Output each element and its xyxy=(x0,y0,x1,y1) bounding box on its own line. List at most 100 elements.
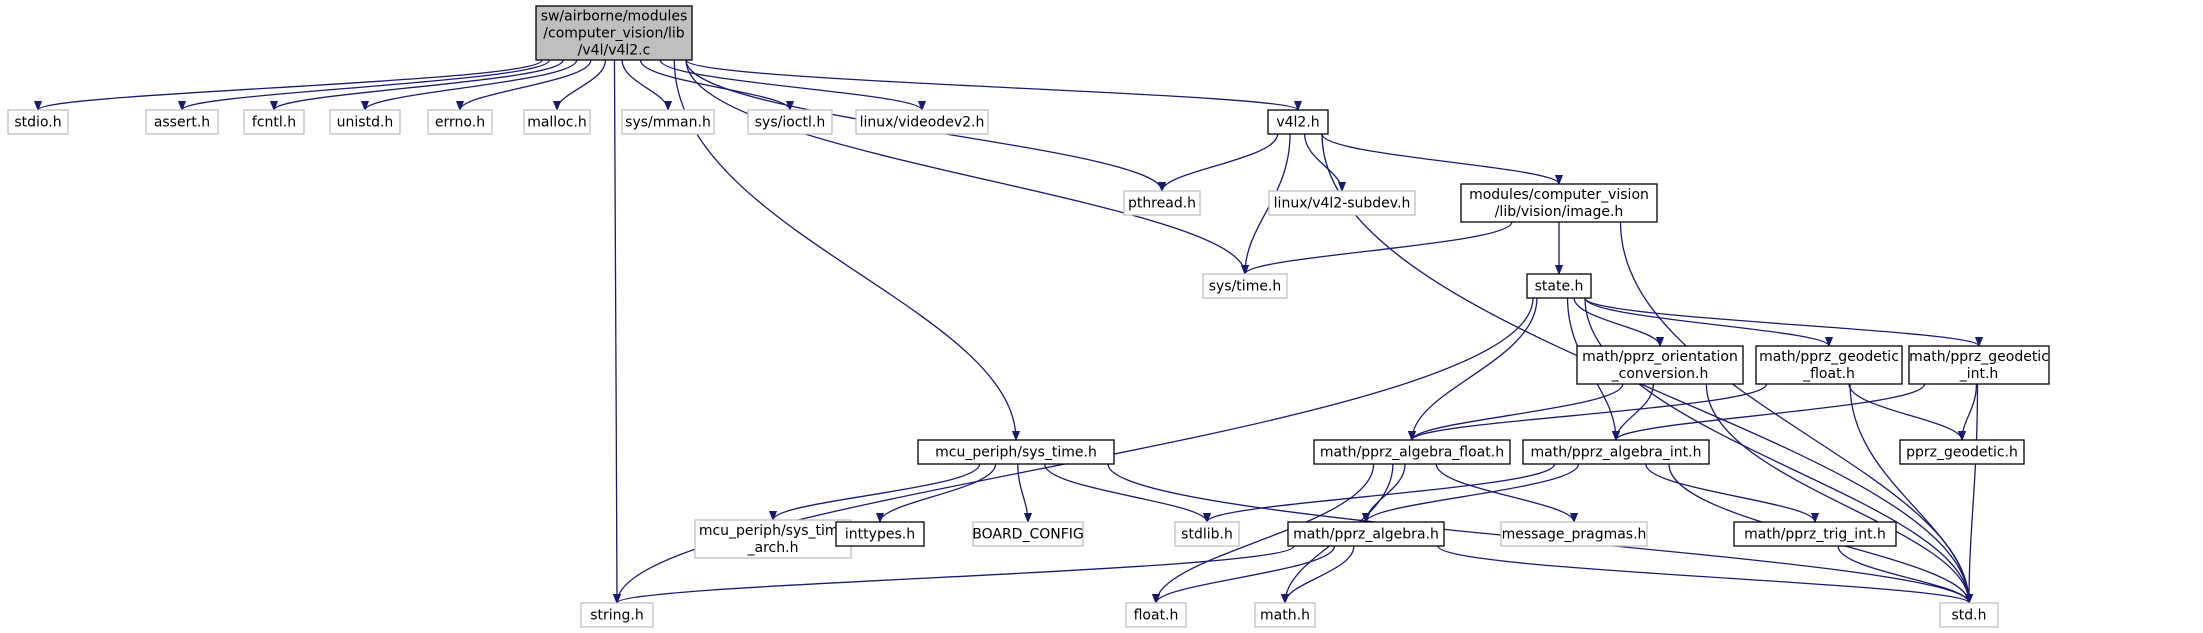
node-label: math/pprz_geodetic xyxy=(1909,349,2049,365)
edge-v4l2-c-to-errno-h xyxy=(460,59,592,111)
node-box xyxy=(972,521,1084,547)
node-v4l2-h[interactable]: v4l2.h xyxy=(1267,109,1329,135)
node-trig-int-h[interactable]: math/pprz_trig_int.h xyxy=(1733,521,1897,547)
edge-algebra-h-to-math-h xyxy=(1285,545,1355,604)
node-box xyxy=(427,109,493,135)
node-box xyxy=(523,109,591,135)
node-algebra-h[interactable]: math/pprz_algebra.h xyxy=(1287,521,1445,547)
node-box xyxy=(243,109,305,135)
node-label: /lib/vision/image.h xyxy=(1495,204,1624,220)
node-box xyxy=(7,109,69,135)
node-label: math/pprz_geodetic xyxy=(1759,349,1899,365)
node-box xyxy=(1267,109,1329,135)
node-box xyxy=(747,109,833,135)
edge-geodetic-int-h-to-algebra-int-h xyxy=(1616,383,1926,441)
node-label: stdio.h xyxy=(14,115,61,131)
edge-v4l2-c-to-fcntl-h xyxy=(274,59,564,111)
node-box xyxy=(1123,190,1201,216)
node-label: linux/v4l2-subdev.h xyxy=(1274,196,1411,212)
node-label: _arch.h xyxy=(747,540,799,556)
node-inttypes-h[interactable]: inttypes.h xyxy=(835,521,925,547)
node-sys-time-arch-h: mcu_periph/sys_time_arch.h xyxy=(694,519,852,559)
node-box xyxy=(1526,273,1592,299)
node-sys-ioctl-h: sys/ioctl.h xyxy=(747,109,833,135)
node-linux-videodev2-h: linux/videodev2.h xyxy=(855,109,989,135)
edge-algebra-float-h-to-message-pragmas-h xyxy=(1435,463,1574,523)
node-box xyxy=(329,109,401,135)
node-geodetic-int-h[interactable]: math/pprz_geodetic_int.h xyxy=(1908,345,2050,385)
node-malloc-h: malloc.h xyxy=(523,109,591,135)
node-label: fcntl.h xyxy=(252,115,296,131)
edge-mcu-sys-time-h-to-stdlib-h xyxy=(1044,463,1207,523)
node-assert-h: assert.h xyxy=(145,109,219,135)
node-label: inttypes.h xyxy=(845,527,915,543)
edge-mcu-sys-time-h-to-inttypes-h xyxy=(880,463,997,523)
node-image-h[interactable]: modules/computer_vision/lib/vision/image… xyxy=(1460,183,1658,223)
node-label: sw/airborne/modules xyxy=(541,9,688,25)
node-fcntl-h: fcntl.h xyxy=(243,109,305,135)
node-label: BOARD_CONFIG xyxy=(972,527,1084,543)
node-label: state.h xyxy=(1535,279,1584,295)
edge-state-h-to-algebra-float-h xyxy=(1412,297,1538,440)
node-label: math/pprz_algebra_int.h xyxy=(1531,445,1702,461)
node-string-h: string.h xyxy=(580,602,654,628)
node-algebra-int-h[interactable]: math/pprz_algebra_int.h xyxy=(1522,439,1710,465)
node-label: malloc.h xyxy=(527,115,587,131)
node-label: assert.h xyxy=(154,115,210,131)
node-box xyxy=(1268,190,1416,216)
edge-algebra-float-h-to-float-h xyxy=(1156,463,1375,603)
node-box xyxy=(621,109,715,135)
node-box xyxy=(835,521,925,547)
node-float-h: float.h xyxy=(1125,602,1187,628)
node-label: math.h xyxy=(1260,608,1310,624)
edge-v4l2-h-to-pthread-h xyxy=(1162,133,1279,192)
node-label: _int.h xyxy=(1959,366,1999,382)
edge-state-h-to-orientation-conversion-h xyxy=(1573,297,1660,347)
edge-geodetic-float-h-to-pprz-geodetic-h xyxy=(1848,383,1962,441)
node-label: modules/computer_vision xyxy=(1469,187,1649,203)
edge-mcu-sys-time-h-to-board-config xyxy=(1017,463,1028,522)
node-stdio-h: stdio.h xyxy=(7,109,69,135)
node-pprz-geodetic-h[interactable]: pprz_geodetic.h xyxy=(1899,439,2025,465)
node-label: /v4l/v4l2.c xyxy=(578,43,651,59)
node-label: unistd.h xyxy=(337,115,394,131)
node-stdlib-h: stdlib.h xyxy=(1174,521,1240,547)
edge-algebra-h-to-std-h xyxy=(1437,545,1969,604)
node-pthread-h: pthread.h xyxy=(1123,190,1201,216)
node-label: sys/ioctl.h xyxy=(755,115,825,131)
edge-image-h-to-sys-time-h xyxy=(1245,221,1513,275)
edge-v4l2-h-to-std-h xyxy=(1321,133,1969,603)
node-box xyxy=(1522,439,1710,465)
node-mcu-sys-time-h[interactable]: mcu_periph/sys_time.h xyxy=(917,439,1115,465)
edge-state-h-to-geodetic-int-h xyxy=(1584,297,1979,347)
node-label: sys/time.h xyxy=(1209,279,1282,295)
edge-geodetic-float-h-to-std-h xyxy=(1849,383,1969,603)
node-orientation-conversion-h[interactable]: math/pprz_orientation_conversion.h xyxy=(1576,345,1744,385)
node-geodetic-float-h[interactable]: math/pprz_geodetic_float.h xyxy=(1755,345,1903,385)
edge-v4l2-h-to-image-h xyxy=(1321,133,1559,185)
node-label: message_pragmas.h xyxy=(1502,527,1647,543)
edge-algebra-int-h-to-trig-int-h xyxy=(1645,463,1815,523)
node-box xyxy=(917,439,1115,465)
edge-algebra-int-h-to-stdlib-h xyxy=(1207,463,1556,523)
node-label: stdlib.h xyxy=(1181,527,1233,543)
edge-geodetic-int-h-to-pprz-geodetic-h xyxy=(1962,383,1978,440)
edge-v4l2-h-to-linux-v4l2-subdev-h xyxy=(1303,133,1342,192)
node-sys-time-h: sys/time.h xyxy=(1202,273,1288,299)
node-std-h: std.h xyxy=(1939,602,1999,628)
nodes-layer: sw/airborne/modules/computer_vision/lib/… xyxy=(7,5,2050,628)
node-box xyxy=(1460,183,1658,223)
node-box xyxy=(1733,521,1897,547)
node-box xyxy=(535,5,693,61)
node-box xyxy=(1313,439,1511,465)
node-v4l2-c[interactable]: sw/airborne/modules/computer_vision/lib/… xyxy=(535,5,693,61)
edge-algebra-h-to-float-h xyxy=(1156,545,1336,604)
node-label: std.h xyxy=(1952,608,1987,624)
node-label: pthread.h xyxy=(1128,196,1196,212)
edge-algebra-h-to-string-h xyxy=(617,545,1295,604)
node-state-h[interactable]: state.h xyxy=(1526,273,1592,299)
edge-geodetic-int-h-to-std-h xyxy=(1969,383,1979,603)
node-algebra-float-h[interactable]: math/pprz_algebra_float.h xyxy=(1313,439,1511,465)
node-box xyxy=(1125,602,1187,628)
node-label: math/pprz_algebra.h xyxy=(1293,527,1439,543)
